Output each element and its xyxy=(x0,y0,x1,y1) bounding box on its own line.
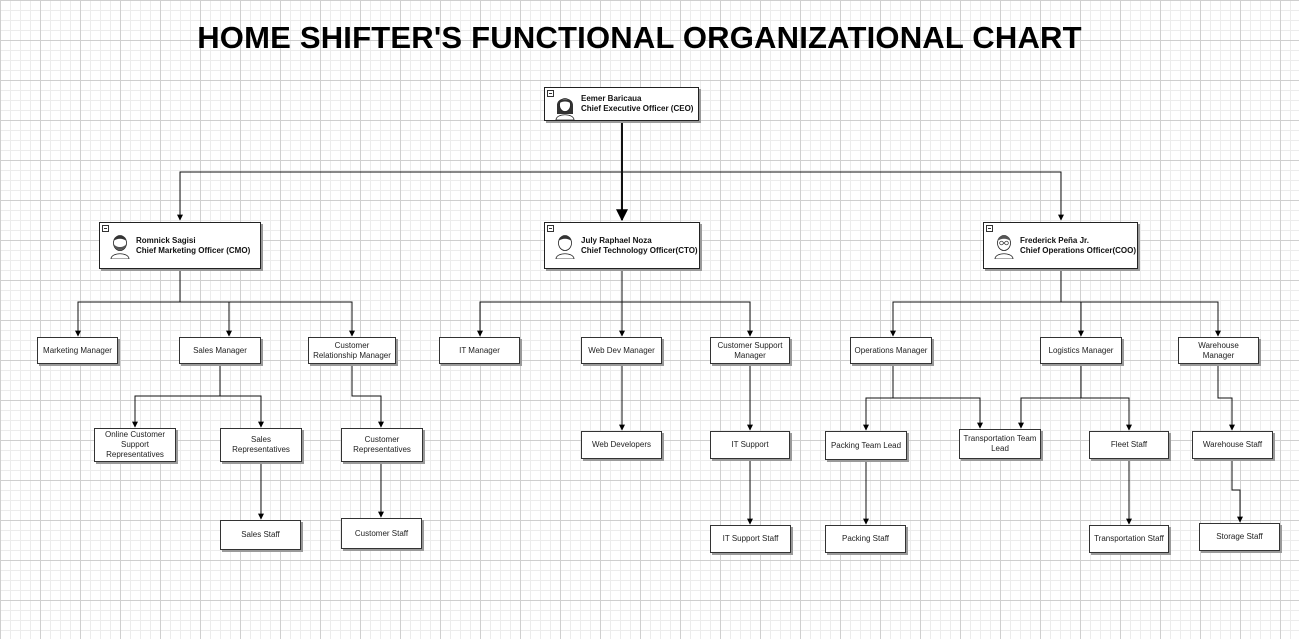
customer-representatives-node[interactable]: Customer Representatives xyxy=(341,428,423,462)
cto-card[interactable]: July Raphael Noza Chief Technology Offic… xyxy=(544,222,700,269)
transportation-team-lead-node[interactable]: Transportation Team Lead xyxy=(959,429,1041,459)
customer-support-manager-node[interactable]: Customer Support Manager xyxy=(710,337,790,364)
customer-relationship-manager-node[interactable]: Customer Relationship Manager xyxy=(308,337,396,364)
collapse-toggle-icon[interactable] xyxy=(547,90,554,97)
packing-team-lead-node[interactable]: Packing Team Lead xyxy=(825,431,907,460)
online-customer-support-node[interactable]: Online Customer Support Representatives xyxy=(94,428,176,462)
customer-staff-node[interactable]: Customer Staff xyxy=(341,518,422,549)
ceo-role: Chief Executive Officer (CEO) xyxy=(581,104,694,113)
cmo-card[interactable]: Romnick Sagisi Chief Marketing Officer (… xyxy=(99,222,261,269)
it-support-node[interactable]: IT Support xyxy=(710,431,790,459)
web-developers-node[interactable]: Web Developers xyxy=(581,431,662,459)
fleet-staff-node[interactable]: Fleet Staff xyxy=(1089,431,1169,459)
cto-name: July Raphael Noza xyxy=(581,236,652,245)
man-avatar-icon xyxy=(555,235,575,259)
collapse-toggle-icon[interactable] xyxy=(547,225,554,232)
packing-staff-node[interactable]: Packing Staff xyxy=(825,525,906,553)
ceo-card[interactable]: Eemer Baricaua Chief Executive Officer (… xyxy=(544,87,699,121)
sales-representatives-node[interactable]: Sales Representatives xyxy=(220,428,302,462)
collapse-toggle-icon[interactable] xyxy=(102,225,109,232)
collapse-toggle-icon[interactable] xyxy=(986,225,993,232)
logistics-manager-node[interactable]: Logistics Manager xyxy=(1040,337,1122,364)
sales-staff-node[interactable]: Sales Staff xyxy=(220,520,301,550)
web-dev-manager-node[interactable]: Web Dev Manager xyxy=(581,337,662,364)
chart-title: HOME SHIFTER'S FUNCTIONAL ORGANIZATIONAL… xyxy=(197,20,1082,55)
coo-name: Frederick Peña Jr. xyxy=(1020,236,1089,245)
coo-role: Chief Operations Officer(COO) xyxy=(1020,246,1137,255)
operations-manager-node[interactable]: Operations Manager xyxy=(850,337,932,364)
storage-staff-node[interactable]: Storage Staff xyxy=(1199,523,1280,551)
cto-role: Chief Technology Officer(CTO) xyxy=(581,246,698,255)
cmo-role: Chief Marketing Officer (CMO) xyxy=(136,246,251,255)
sales-manager-node[interactable]: Sales Manager xyxy=(179,337,261,364)
ceo-name: Eemer Baricaua xyxy=(581,94,642,103)
it-manager-node[interactable]: IT Manager xyxy=(439,337,520,364)
transportation-staff-node[interactable]: Transportation Staff xyxy=(1089,525,1169,553)
it-support-staff-node[interactable]: IT Support Staff xyxy=(710,525,791,553)
marketing-manager-node[interactable]: Marketing Manager xyxy=(37,337,118,364)
warehouse-staff-node[interactable]: Warehouse Staff xyxy=(1192,431,1273,459)
woman-avatar-icon xyxy=(555,98,575,120)
man-glasses-avatar-icon xyxy=(994,235,1014,259)
cmo-name: Romnick Sagisi xyxy=(136,236,196,245)
warehouse-manager-node[interactable]: Warehouse Manager xyxy=(1178,337,1259,364)
coo-card[interactable]: Frederick Peña Jr. Chief Operations Offi… xyxy=(983,222,1138,269)
bearded-man-avatar-icon xyxy=(110,235,130,259)
